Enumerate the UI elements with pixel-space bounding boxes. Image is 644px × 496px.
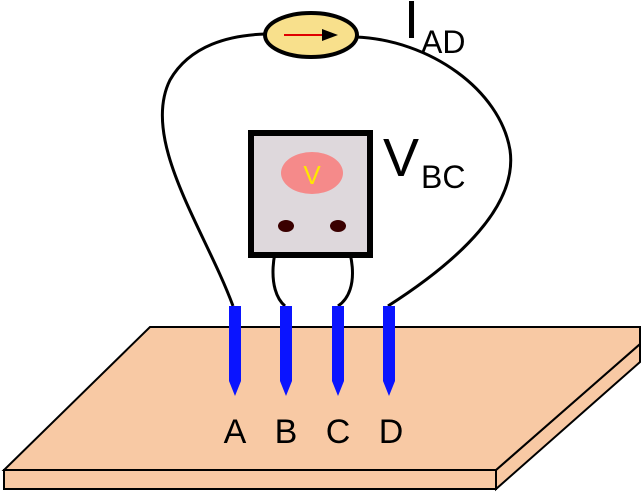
- terminal-left: [278, 220, 294, 232]
- probe-d: [383, 306, 395, 396]
- wire-probe-a-to-ammeter: [160, 32, 267, 307]
- voltage-label-main: V: [383, 128, 419, 188]
- wire-ammeter-to-probe-d: [355, 35, 513, 308]
- sample-side-face: [3, 469, 497, 490]
- voltmeter-symbol: V: [303, 160, 321, 190]
- current-label-subscript: AD: [421, 24, 465, 60]
- voltmeter-display: [281, 152, 343, 194]
- current-label-main: I: [404, 0, 419, 50]
- terminal-right: [330, 220, 346, 232]
- probes: [229, 306, 395, 396]
- probe-label-c: C: [326, 413, 351, 451]
- probe-a: [229, 306, 241, 396]
- sample-top-face: [1, 326, 641, 471]
- ammeter: [263, 11, 359, 59]
- sample-slab: [1, 326, 641, 492]
- ammeter-arrow-icon: [322, 29, 338, 41]
- probe-c: [332, 306, 344, 396]
- probe-label-d: D: [379, 413, 404, 451]
- voltage-label-subscript: BC: [421, 159, 465, 195]
- probe-label-b: B: [275, 413, 298, 451]
- probe-label-a: A: [224, 413, 247, 451]
- voltmeter-body: [248, 130, 373, 258]
- voltmeter: V: [248, 130, 373, 258]
- probe-b: [280, 306, 292, 396]
